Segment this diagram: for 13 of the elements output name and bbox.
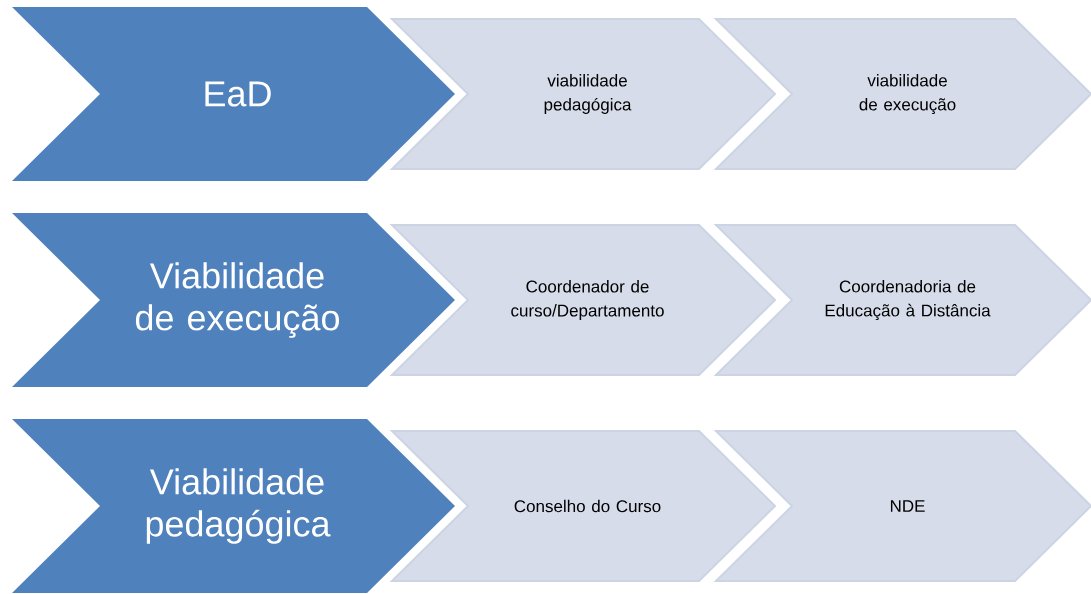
step-banner: Coordenador de curso/Departamento [389,224,777,376]
heading-banner: EaD [12,7,455,181]
step-banner: viabilidade pedagógica [389,18,777,170]
node-label: viabilidade de execução [859,74,956,114]
heading-banner: Viabilidade de execução [12,213,455,387]
step-banner: Conselho do Curso [389,430,777,582]
node-label: Conselho do Curso [514,499,661,513]
step-banner: viabilidade de execução [713,18,1091,170]
step-banner: NDE [713,430,1091,582]
node-label: NDE [890,500,925,512]
heading-banner: Viabilidade pedagógica [12,419,455,593]
step-banner: Coordenadoria de Educação à Distância [713,224,1091,376]
node-label: Coordenadoria de Educação à Distância [825,280,991,320]
